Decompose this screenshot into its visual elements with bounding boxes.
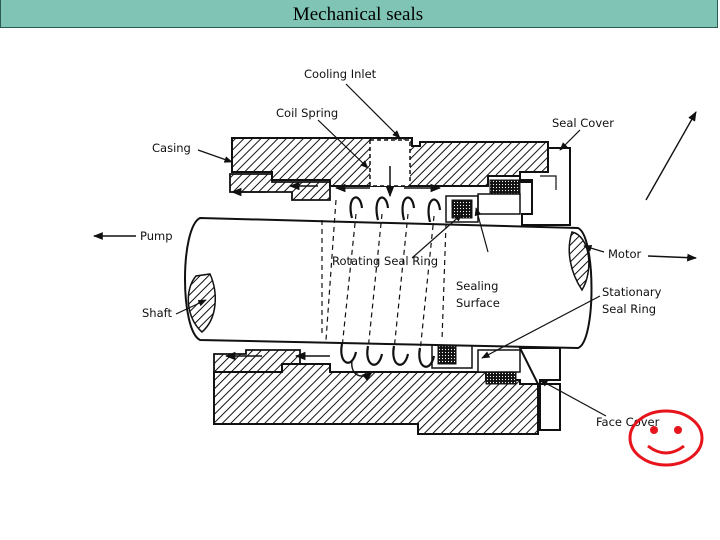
- rotating-ring-upper: [451, 199, 473, 219]
- label-surface: Surface: [456, 296, 500, 310]
- leader-lines: [175, 83, 607, 417]
- smiley-mouth: [647, 444, 685, 455]
- label-seal-cover: Seal Cover: [552, 116, 614, 130]
- rotating-ring-lower: [437, 345, 457, 365]
- label-motor: Motor: [608, 247, 642, 261]
- stationary-ring-upper: [489, 179, 521, 195]
- smiley-right-eye: [674, 426, 682, 434]
- label-casing: Casing: [152, 141, 191, 155]
- label-cooling-inlet: Cooling Inlet: [304, 67, 377, 81]
- stationary-ring-lower: [485, 371, 517, 385]
- mechanical-seal-diagram: Cooling Inlet Coil Spring Casing Seal Co…: [93, 67, 697, 435]
- label-shaft: Shaft: [142, 306, 172, 320]
- label-stationary: Stationary: [602, 285, 662, 299]
- smiley-outline: [628, 409, 704, 467]
- title-bar: Mechanical seals: [0, 0, 718, 28]
- label-coil-spring: Coil Spring: [276, 106, 338, 120]
- label-rotating-seal-ring: Rotating Seal Ring: [332, 254, 438, 268]
- label-sealing: Sealing: [456, 279, 498, 293]
- seal-cover: [519, 147, 571, 226]
- flow-arrows: [224, 166, 442, 382]
- spring-hidden-lines: [321, 199, 447, 353]
- motor-arrow: [647, 253, 697, 262]
- shaft: [184, 216, 593, 350]
- page-title: Mechanical seals: [292, 4, 424, 25]
- seal-cover-arrow: [645, 111, 697, 201]
- smiley-left-eye: [650, 426, 658, 434]
- smiley-face-icon: [628, 409, 704, 467]
- label-pump: Pump: [140, 229, 173, 243]
- label-seal-ring: Seal Ring: [602, 302, 656, 316]
- coil-spring: [340, 196, 442, 368]
